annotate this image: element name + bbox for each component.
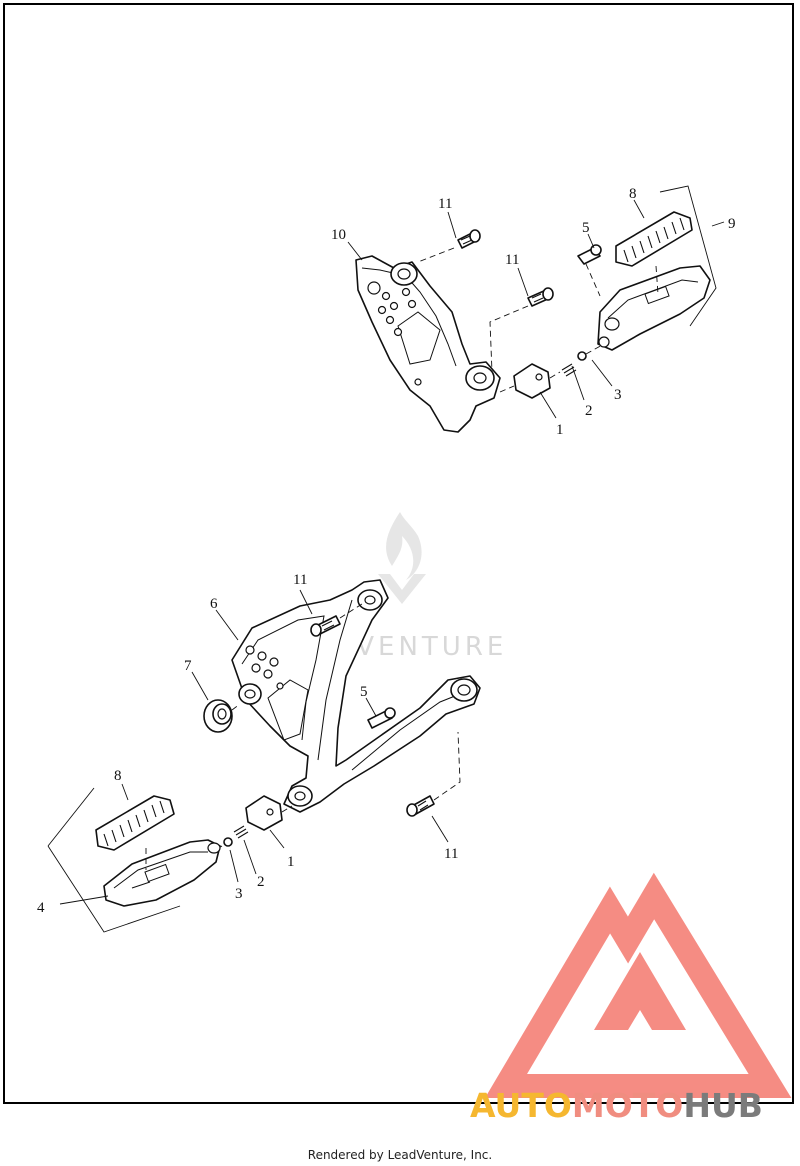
callout-6: 6 (210, 596, 218, 612)
leadventure-watermark-icon (378, 512, 426, 604)
detent-spring-2-upper (561, 363, 577, 377)
callout-1: 1 (287, 854, 295, 870)
clevis-pin-5-upper (577, 244, 602, 265)
detent-spring-2-lower (233, 825, 249, 839)
callout-11: 11 (438, 196, 452, 212)
callout-11: 11 (505, 252, 519, 268)
callout-7: 7 (184, 658, 192, 674)
callout-3: 3 (614, 387, 622, 403)
footer-credit: Rendered by LeadVenture, Inc. (307, 1148, 493, 1162)
pivot-block-1-lower (245, 795, 283, 831)
callout-8: 8 (114, 768, 122, 784)
heel-guard-bracket-10 (355, 255, 501, 433)
callout-11: 11 (293, 572, 307, 588)
automotohub-logo-icon (484, 872, 792, 1098)
callout-2: 2 (585, 403, 593, 419)
rubber-bumper-7 (203, 699, 233, 733)
callout-5: 5 (582, 220, 590, 236)
callout-10: 10 (331, 227, 346, 243)
callout-1: 1 (556, 422, 564, 438)
bolt-11-upper-a (457, 229, 481, 249)
callout-2: 2 (257, 874, 265, 890)
detent-ball-3-upper (577, 351, 587, 361)
footpeg-rubber-8-lower (95, 795, 175, 851)
footpeg-4-lower (103, 839, 221, 907)
callout-11: 11 (444, 846, 458, 862)
callout-3: 3 (235, 886, 243, 902)
bolt-11-lower-a (310, 615, 341, 637)
footpeg-rubber-8-upper (615, 211, 693, 267)
bolt-11-lower-b (406, 795, 435, 817)
diagram-frame (3, 3, 794, 1104)
clevis-pin-5-lower (367, 707, 396, 729)
pivot-block-1-upper (513, 363, 551, 399)
callout-8: 8 (629, 186, 637, 202)
lower-footpeg-assembly (47, 579, 481, 933)
automotohub-wordmark: AUTOMOTOHUB (470, 1086, 763, 1125)
upper-footpeg-assembly (347, 185, 725, 433)
detent-ball-3-lower (223, 837, 233, 847)
bolt-11-upper-b (527, 287, 554, 307)
callout-4: 4 (37, 900, 45, 916)
footpeg-hanger-6 (231, 579, 481, 813)
footpeg-9-upper (597, 265, 711, 351)
callout-9: 9 (728, 216, 736, 232)
callout-5: 5 (360, 684, 368, 700)
